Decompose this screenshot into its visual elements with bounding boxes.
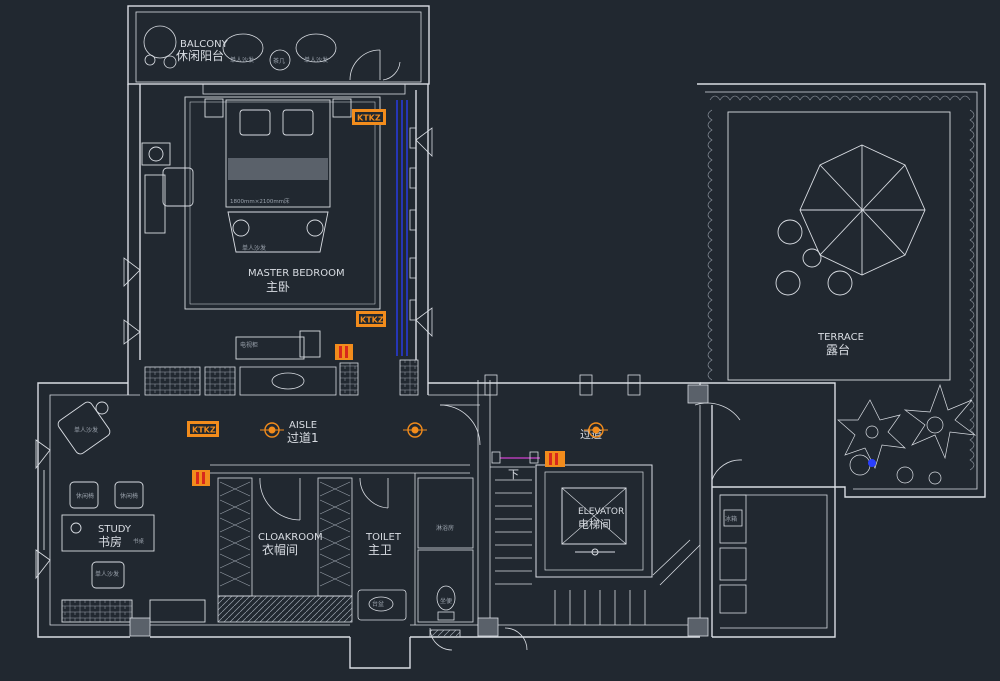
toilet — [357, 473, 474, 638]
balcony — [143, 25, 406, 95]
study-label-cn: 书房 — [98, 534, 122, 549]
study-desk-label: 书桌 — [133, 537, 145, 545]
toilet-seat-label: 坐便 — [440, 597, 452, 605]
ktkz-tag-3: KTKZ — [187, 421, 219, 437]
terrace-plants — [837, 383, 977, 485]
stairs — [490, 466, 701, 625]
ktkz-tag-2-text: KTKZ — [360, 316, 384, 325]
bedroom-sofa-label: 单人沙发 — [242, 244, 266, 252]
study-sofa-label: 单人沙发 — [74, 426, 98, 434]
study-chair-label-2: 休闲椅 — [120, 492, 138, 500]
light-fixture — [403, 422, 427, 438]
balcony-table-label: 茶几 — [273, 57, 285, 65]
stairs-down-label: 下 — [508, 468, 519, 481]
window-right — [123, 127, 433, 345]
cloakroom — [210, 464, 470, 623]
switch-marker — [335, 344, 353, 360]
ktkz-tag-2: KTKZ — [356, 311, 386, 327]
study-chair-label-1: 休闲椅 — [76, 492, 94, 500]
balcony-label-en: BALCONY — [180, 39, 229, 50]
elevator — [535, 464, 653, 578]
terrace-label-en: TERRACE — [817, 332, 864, 343]
light-fixture — [260, 422, 284, 438]
master-bedroom — [141, 96, 381, 360]
brick-partition — [144, 359, 709, 404]
study — [35, 401, 206, 623]
terrace-planters — [707, 95, 975, 471]
study-seat-label: 单人沙发 — [95, 570, 119, 578]
light-fixture — [584, 422, 608, 438]
aisle-label-cn: 过道1 — [287, 431, 319, 445]
switch-marker — [545, 451, 565, 467]
terrace-label-cn: 露台 — [826, 342, 850, 357]
cloakroom-label-cn: 衣帽间 — [262, 542, 298, 557]
bed-size-label: 1800mm×2100mm床 — [230, 197, 290, 205]
balcony-label-cn: 休闲阳台 — [176, 48, 224, 63]
aisle-label-en: AISLE — [289, 420, 317, 431]
umbrella — [775, 144, 926, 296]
elevator-label-en: ELEVATOR — [578, 507, 624, 517]
lower-doors — [129, 617, 709, 651]
ktkz-tag-1-text: KTKZ — [357, 114, 381, 123]
elevator-label-cn: 电梯间 — [578, 518, 611, 531]
ceiling-lights — [260, 422, 608, 438]
balcony-chair-label-2: 单人沙发 — [304, 56, 328, 64]
wardrobe-highlight — [396, 100, 408, 356]
outer-walls — [37, 5, 986, 669]
master-bedroom-label-en: MASTER BEDROOM — [248, 268, 345, 279]
tv-cabinet-label: 电视柜 — [240, 341, 258, 349]
balcony-chair-label-1: 单人沙发 — [230, 56, 254, 64]
cloakroom-hatch — [219, 481, 351, 587]
shower-label: 淋浴房 — [436, 524, 454, 532]
ktkz-tag-1: KTKZ — [352, 109, 386, 125]
elevator-connector — [491, 451, 540, 464]
switch-marker — [192, 470, 210, 486]
aisle-doors — [439, 380, 741, 637]
terrace-marker — [868, 459, 876, 467]
right-wing — [711, 459, 747, 614]
fridge-label: 冰箱 — [725, 515, 737, 523]
toilet-label-en: TOILET — [365, 532, 402, 543]
ktkz-tag-3-text: KTKZ — [192, 426, 216, 435]
washbasin-label: 台盆 — [372, 600, 384, 608]
cloakroom-label-en: CLOAKROOM — [258, 532, 323, 543]
toilet-label-cn: 主卫 — [368, 543, 392, 557]
master-bedroom-label-cn: 主卧 — [266, 280, 290, 294]
study-label-en: STUDY — [98, 524, 132, 535]
